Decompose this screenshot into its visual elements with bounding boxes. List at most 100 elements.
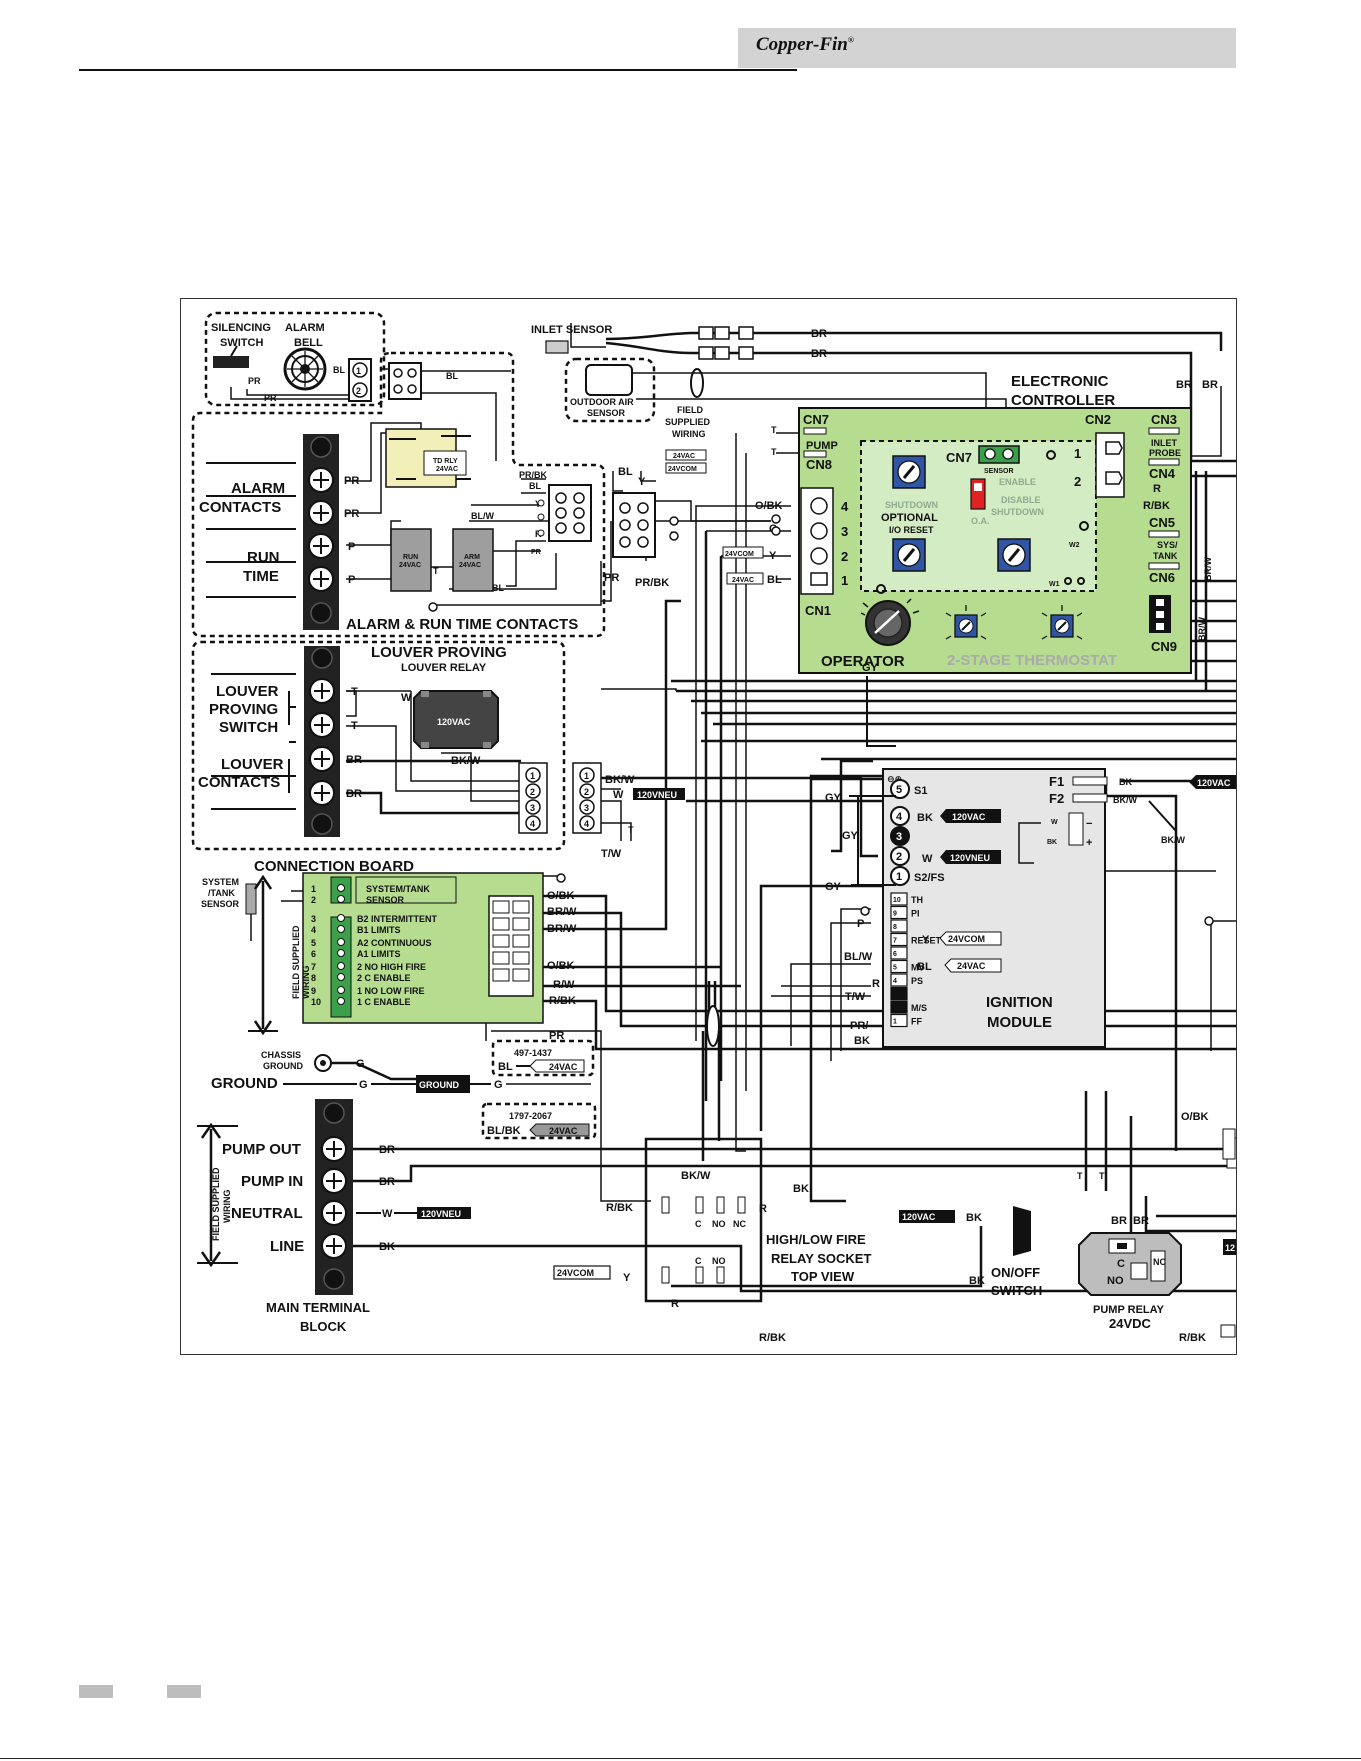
svg-text:FIELD SUPPLIED: FIELD SUPPLIED bbox=[291, 925, 301, 999]
svg-text:NO: NO bbox=[1107, 1275, 1124, 1287]
svg-text:GROUND: GROUND bbox=[419, 1080, 459, 1090]
silencing-label: SILENCING bbox=[211, 322, 271, 334]
conn-terminal-label: 2 C ENABLE bbox=[357, 973, 411, 983]
ignition-lower-pin-label: M/S bbox=[911, 1003, 927, 1013]
conn-terminal-screw bbox=[337, 986, 345, 994]
svg-text:BK: BK bbox=[969, 1275, 985, 1287]
svg-text:PR: PR bbox=[549, 1030, 564, 1042]
svg-text:120VNEU: 120VNEU bbox=[950, 853, 990, 863]
svg-text:SHUTDOWN: SHUTDOWN bbox=[991, 507, 1044, 517]
svg-text:T: T bbox=[351, 686, 358, 698]
ignition-lower-pin bbox=[890, 986, 908, 1001]
conn-terminal-label: A2 CONTINUOUS bbox=[357, 938, 432, 948]
ignition-pin-label: S1 bbox=[914, 785, 927, 797]
svg-text:LINE: LINE bbox=[270, 1238, 304, 1255]
svg-text:CN7: CN7 bbox=[946, 450, 972, 465]
conn-terminal-label: A1 LIMITS bbox=[357, 949, 401, 959]
svg-text:24VCOM: 24VCOM bbox=[948, 934, 985, 944]
svg-text:BK: BK bbox=[793, 1183, 809, 1195]
svg-text:F1: F1 bbox=[1049, 774, 1064, 789]
svg-text:W: W bbox=[401, 692, 412, 704]
svg-text:SHUTDOWN: SHUTDOWN bbox=[885, 500, 938, 510]
svg-text:GROUND: GROUND bbox=[263, 1061, 303, 1071]
ignition-lower-pin-label: TH bbox=[911, 895, 923, 905]
svg-text:RUN: RUN bbox=[403, 554, 418, 561]
svg-text:24VAC: 24VAC bbox=[732, 577, 754, 584]
svg-text:WIRING: WIRING bbox=[672, 429, 706, 439]
thermostat-dial-1-icon bbox=[945, 605, 987, 640]
conn-terminal-screw bbox=[337, 997, 345, 1005]
electronic-controller: ELECTRONIC CONTROLLER CN7 PUMP CN8 CN7 S… bbox=[798, 373, 1213, 674]
svg-text:BK/W: BK/W bbox=[1113, 795, 1137, 805]
svg-text:24VCOM: 24VCOM bbox=[668, 466, 697, 473]
wiring-diagram-svg: SILENCING ALARM SWITCH BELL PR PR BL 1 2… bbox=[191, 311, 1236, 1344]
svg-text:3: 3 bbox=[530, 803, 535, 813]
header-bar bbox=[738, 28, 1236, 68]
wiring-diagram: SILENCING ALARM SWITCH BELL PR PR BL 1 2… bbox=[180, 298, 1237, 1355]
relay-socket bbox=[644, 1137, 763, 1303]
svg-text:2: 2 bbox=[584, 787, 589, 797]
main-terminal-strip bbox=[315, 1099, 353, 1295]
svg-text:PR/BK: PR/BK bbox=[635, 577, 669, 589]
svg-text:1: 1 bbox=[530, 771, 535, 781]
svg-text:Y: Y bbox=[638, 476, 646, 488]
svg-text:BR: BR bbox=[811, 328, 827, 340]
svg-text:I/O RESET: I/O RESET bbox=[889, 525, 934, 535]
ignition-pin-number: 3 bbox=[896, 831, 902, 843]
svg-text:ALARM & RUN TIME CONTACTS: ALARM & RUN TIME CONTACTS bbox=[346, 616, 578, 633]
pump-relay-group: T T BR BR C NC NO PUMP RELAY 24VDC R/BK … bbox=[1077, 1137, 1236, 1344]
ground-group: CHASSIS GROUND G GROUND G GROUND G 497-1… bbox=[211, 1039, 597, 1140]
ignition-lower-pin-number: 8 bbox=[893, 924, 897, 931]
svg-text:3: 3 bbox=[841, 524, 848, 539]
svg-text:C: C bbox=[1117, 1258, 1125, 1270]
svg-text:SWITCH: SWITCH bbox=[219, 719, 278, 736]
svg-text:FIELD SUPPLIED: FIELD SUPPLIED bbox=[211, 1167, 221, 1241]
conn-terminal-label: SENSOR bbox=[366, 895, 405, 905]
conn-terminal-label: B1 LIMITS bbox=[357, 925, 401, 935]
ground-block bbox=[416, 1075, 470, 1093]
svg-text:BR/W: BR/W bbox=[1203, 557, 1213, 581]
svg-text:120VAC: 120VAC bbox=[437, 717, 471, 727]
svg-text:BR/W: BR/W bbox=[1197, 617, 1207, 641]
svg-text:IGNITION: IGNITION bbox=[986, 994, 1053, 1011]
svg-text:LOUVER PROVING: LOUVER PROVING bbox=[371, 644, 507, 661]
run-relay bbox=[390, 528, 432, 592]
svg-text:4: 4 bbox=[584, 819, 589, 829]
svg-text:BR: BR bbox=[346, 788, 362, 800]
svg-text:BL/BK: BL/BK bbox=[487, 1125, 521, 1137]
connection-board-group: CONNECTION BOARD SYSTEM /TANK SENSOR 12S… bbox=[201, 858, 577, 1042]
svg-text:SENSOR: SENSOR bbox=[201, 899, 240, 909]
operator-knob-icon bbox=[860, 598, 920, 646]
svg-text:NO: NO bbox=[712, 1256, 726, 1266]
svg-text:TIME: TIME bbox=[243, 568, 279, 585]
svg-text:24VAC: 24VAC bbox=[436, 466, 458, 473]
svg-text:BL: BL bbox=[333, 365, 345, 375]
conn-terminal-number: 8 bbox=[311, 973, 316, 983]
svg-text:W: W bbox=[382, 1208, 393, 1220]
ignition-lower-pin bbox=[890, 892, 908, 906]
silencing-alarm-group: SILENCING ALARM SWITCH BELL PR PR BL 1 2 bbox=[204, 311, 386, 407]
svg-text:T/W: T/W bbox=[845, 991, 866, 1003]
conn-terminal-label: 1 C ENABLE bbox=[357, 997, 411, 1007]
svg-text:ON/OFF: ON/OFF bbox=[991, 1265, 1040, 1280]
svg-text:DISABLE: DISABLE bbox=[1001, 495, 1041, 505]
svg-text:PR: PR bbox=[344, 508, 359, 520]
svg-text:CN9: CN9 bbox=[1151, 639, 1177, 654]
svg-text:G: G bbox=[494, 1079, 503, 1091]
svg-text:T: T bbox=[1077, 1171, 1083, 1181]
svg-text:ARM: ARM bbox=[464, 554, 480, 561]
io-reset-dial-icon bbox=[892, 538, 926, 572]
ignition-lower-pin-label: FF bbox=[911, 1017, 922, 1027]
svg-text:GY: GY bbox=[825, 881, 842, 893]
svg-text:GY: GY bbox=[825, 792, 842, 804]
svg-text:BL: BL bbox=[618, 466, 633, 478]
svg-text:GY: GY bbox=[842, 830, 859, 842]
svg-text:LOUVER: LOUVER bbox=[221, 756, 284, 773]
svg-text:GROUND: GROUND bbox=[211, 1075, 278, 1092]
ignition-pin bbox=[890, 806, 910, 826]
svg-text:/TANK: /TANK bbox=[208, 888, 235, 898]
outdoor-air-sensor-icon bbox=[585, 364, 633, 396]
ignition-lower-pin-label: PI bbox=[911, 909, 920, 919]
